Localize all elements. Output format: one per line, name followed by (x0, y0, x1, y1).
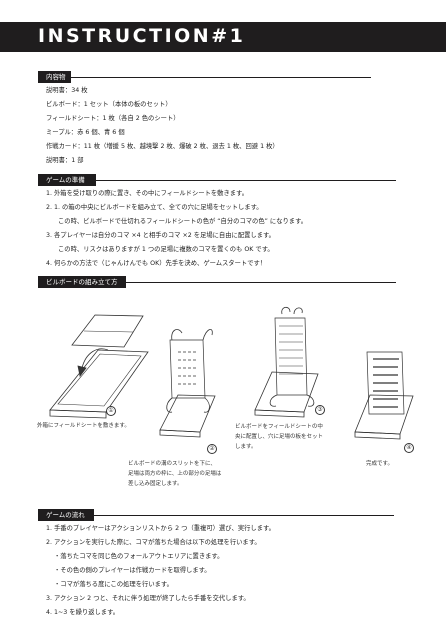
setup-line: 2. 1. の箱の中央にビルボードを組み立て、全ての穴に足場をセットします。 (46, 204, 263, 211)
billboard-illustration-4 (366, 351, 405, 415)
box-illustration-1 (49, 349, 149, 413)
flow-line: 2. アクションを実行した際に、コマが落ちた場合は以下の処理を行います。 (46, 539, 261, 546)
flow-line: ・コマが落ちる度にこの処理を行います。 (54, 581, 173, 588)
section-rule (96, 179, 396, 181)
step4-caption: 完成です。 (366, 461, 393, 467)
section-heading-assembly-label: ビルボードの組み立て方 (46, 278, 118, 286)
section-rule (126, 281, 396, 283)
step3-caption-line: します。 (235, 444, 257, 450)
section-heading-flow: ゲームの流れ (38, 509, 394, 521)
contents-item: ビルボード：1 セット（本体の板のセット） (46, 101, 172, 108)
section-rule (94, 514, 394, 516)
flow-line: 3. アクション 2 つと、それに伴う処理が終了したら手番を交代します。 (46, 595, 250, 602)
step-number-2: ② (207, 444, 217, 454)
step-number-4: ④ (404, 443, 414, 453)
setup-line: 1. 外箱を受け取りの際に置き、その中にフィールドシートを敷きます。 (46, 190, 249, 197)
title-bar: INSTRUCTION#1 (0, 22, 446, 52)
section-heading-setup-label: ゲームの準備 (46, 176, 85, 184)
step-number-1: ① (106, 406, 116, 416)
billboard-illustration-2 (169, 339, 206, 399)
flow-line: ・落ちたコマを同じ色のフォールアウトエリアに置きます。 (54, 553, 224, 560)
step3-caption-line: ビルボードをフィールドシートの中 (235, 424, 323, 430)
contents-item: 作戦カード：11 枚（増援 5 枚、越境撃 2 枚、爆破 2 枚、退去 1 枚、… (46, 143, 279, 150)
setup-line: この時、リスクはありますが 1 つの足場に複数のコマを置くのも OK です。 (58, 246, 274, 253)
section-heading-flow-label: ゲームの流れ (46, 511, 85, 519)
contents-item: ミープル：赤 6 個、青 6 個 (46, 129, 125, 136)
step-number-3: ③ (315, 405, 325, 415)
box-illustration-2 (159, 394, 216, 433)
box-illustration-4 (354, 394, 414, 435)
section-heading-assembly: ビルボードの組み立て方 (38, 276, 396, 288)
contents-item: 説明書：1 部 (46, 157, 84, 164)
arrow-illustration (81, 348, 109, 369)
flow-line: 4. 1~3 を繰り返します。 (46, 609, 120, 616)
billboard-illustration-3 (274, 317, 308, 396)
section-rule (71, 76, 371, 78)
setup-line: この時、ビルボードで仕切れるフィールドシートの色が “自分のコマの色” になりま… (58, 218, 308, 225)
section-heading-setup: ゲームの準備 (38, 174, 396, 186)
section-heading-contents-label: 内容物 (46, 73, 66, 81)
flow-line: 1. 手番のプレイヤーはアクションリストから 2 つ（重複可）選び、実行します。 (46, 525, 275, 532)
setup-line: 3. 各プレイヤーは自分のコマ ×4 と相手のコマ ×2 を足場に自由に配置しま… (46, 232, 275, 239)
field-sheet-illustration (71, 314, 144, 348)
setup-line: 4. 何らかの方法で（じゃんけんでも OK）先手を決め、ゲームスタートです！ (46, 260, 267, 267)
step2-caption-line: 差し込み固定します。 (128, 481, 183, 487)
contents-item: フィールドシート：1 枚（各自 2 色のシート） (46, 115, 180, 122)
contents-item: 説明書：34 枚 (46, 87, 88, 94)
step2-caption-line: ビルボードの溝のスリットを下に、 (128, 461, 216, 467)
page-title: INSTRUCTION#1 (38, 25, 246, 47)
step3-caption-line: 央に配置し、穴に足場の板をセット (235, 434, 324, 440)
step1-caption: 外箱にフィールドシートを敷きます。 (37, 423, 130, 429)
section-heading-contents: 内容物 (38, 71, 371, 83)
flow-line: ・その色の側のプレイヤーは作戦カードを取得します。 (54, 567, 211, 574)
step2-caption-line: 足場は両方の枠に、上の部分の足場は (128, 471, 222, 477)
